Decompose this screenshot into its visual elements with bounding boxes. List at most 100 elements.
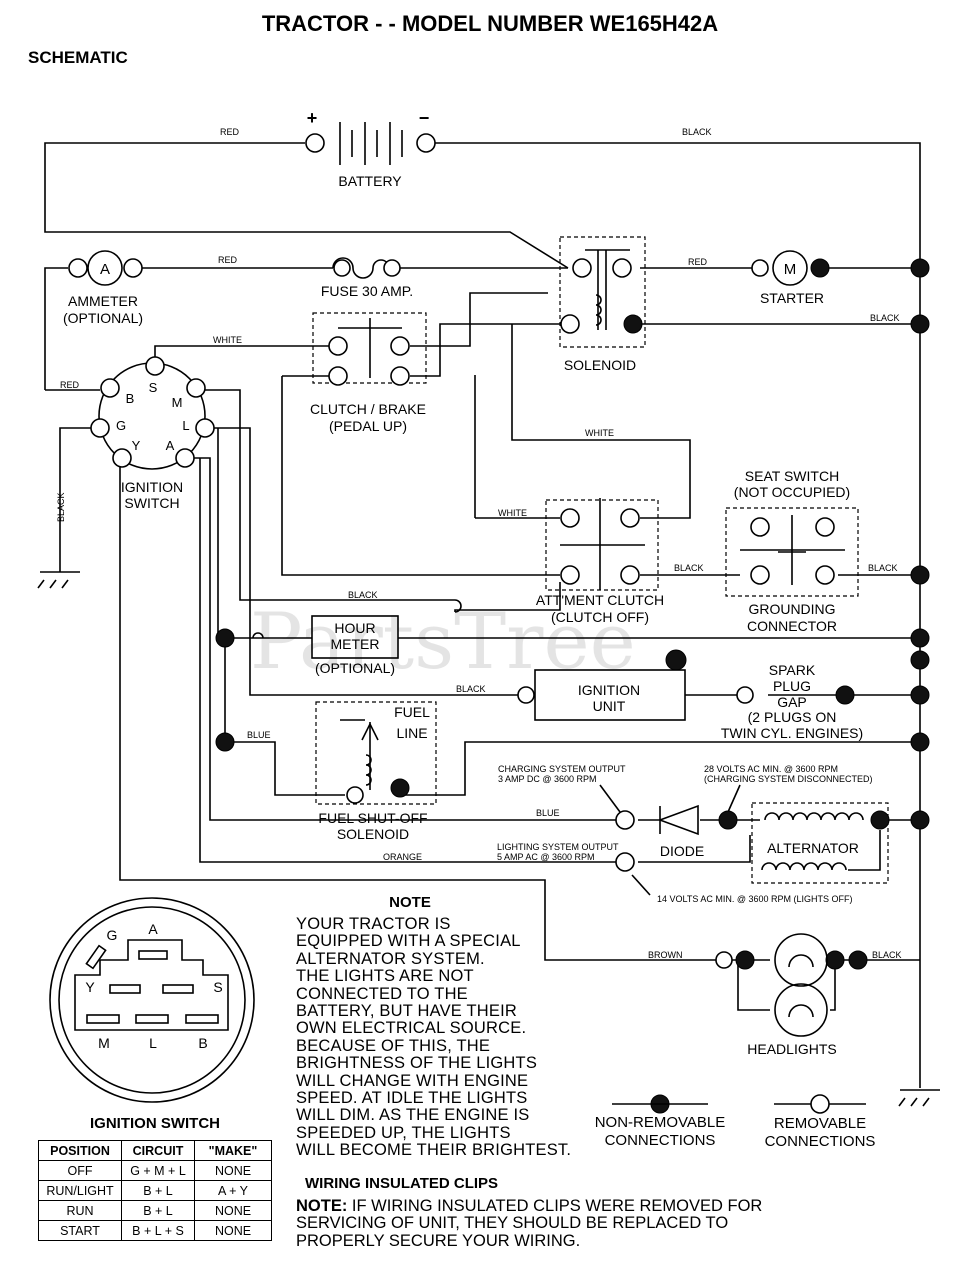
table-cell: B + L + S [121,1220,195,1241]
note-line: EQUIPPED WITH A SPECIAL [296,932,521,951]
spark-plug-note: (2 PLUGS ON [748,709,837,725]
terminal-a: A [166,438,175,453]
fuse: FUSE 30 AMP. [321,257,413,299]
ac-voltage-note: (CHARGING SYSTEM DISCONNECTED) [704,774,873,784]
table-cell: OFF [38,1160,122,1181]
headlights: HEADLIGHTS [715,933,868,1057]
battery-negative-terminal [416,133,436,153]
wire-label-orange: ORANGE [383,852,422,862]
ignition-unit: IGNITION UNIT [517,669,686,721]
diode: DIODE [657,804,704,859]
ignition-switch-table: POSITION CIRCUIT "MAKE" OFF G + M + L NO… [38,1140,272,1241]
table-cell: A + Y [194,1180,272,1201]
fuel-line-label-2: LINE [396,725,427,741]
note-line: WILL BECOME THEIR BRIGHTEST. [296,1141,572,1160]
connector-pin-s: S [213,979,222,995]
wire-label-blue: BLUE [247,730,271,740]
legend-removable-2: CONNECTIONS [765,1133,876,1150]
alternator: ALTERNATOR [751,802,890,884]
fuel-line-label: FUEL [394,704,430,720]
note-line: SPEEDED UP, THE LIGHTS [296,1123,511,1142]
attachment-clutch-state: (CLUTCH OFF) [551,609,649,625]
terminal-y: Y [132,438,141,453]
note-line: WILL CHANGE WITH ENGINE [296,1071,529,1090]
ac-voltage-label: 28 VOLTS AC MIN. @ 3600 RPM [704,764,838,774]
battery: + − BATTERY [305,108,436,189]
clips-note-line-2: SERVICING OF UNIT, THEY SHOULD BE REPLAC… [296,1214,728,1232]
note-line: BRIGHTNESS OF THE LIGHTS [296,1054,538,1073]
note-heading: NOTE [389,894,431,911]
ignition-switch-label: IGNITION [121,479,183,495]
table-cell: NONE [194,1220,272,1241]
solenoid: SOLENOID [559,236,646,373]
clutch-brake-switch: CLUTCH / BRAKE (PEDAL UP) [310,312,427,434]
wire-label-white: WHITE [213,335,242,345]
wire-label-red: RED [688,257,708,267]
fuse-label: FUSE 30 AMP. [321,283,413,299]
note-line: OWN ELECTRICAL SOURCE. [296,1019,527,1038]
battery-plus-sign: + [307,108,318,128]
spark-plug-gap: GAP [777,694,807,710]
seat-switch: SEAT SWITCH (NOT OCCUPIED) GROUNDING CON… [725,468,859,634]
note-line: WILL DIM. AS THE ENGINE IS [296,1106,530,1125]
ignition-table-title: IGNITION SWITCH [90,1115,220,1132]
table-row: OFF G + M + L NONE [38,1160,272,1181]
battery-positive-terminal [305,133,325,153]
wires [37,142,940,1107]
table-row: RUN/LIGHT B + L A + Y [38,1180,272,1201]
diode-label: DIODE [660,843,704,859]
wire-label-black: BLACK [56,492,66,522]
ammeter-optional-label: (OPTIONAL) [63,310,143,326]
alternator-note: YOUR TRACTOR IS EQUIPPED WITH A SPECIAL … [296,915,572,1160]
fuel-solenoid-label: FUEL SHUT-OFF [318,810,427,826]
charging-output-label: CHARGING SYSTEM OUTPUT [498,764,626,774]
battery-label: BATTERY [338,173,402,189]
lights-off-voltage: 14 VOLTS AC MIN. @ 3600 RPM (LIGHTS OFF) [657,894,853,904]
hour-meter-label-2: METER [331,636,380,652]
connector-pin-y: Y [85,979,95,995]
note-line: CONNECTED TO THE [296,984,468,1003]
legend-removable-marker [810,1094,830,1114]
wire-label-white: WHITE [498,508,527,518]
seat-switch-label: SEAT SWITCH [745,468,839,484]
table-cell: B + L [121,1200,195,1221]
table-row: RUN B + L NONE [38,1200,272,1221]
clutch-brake-state: (PEDAL UP) [329,418,407,434]
attachment-clutch-switch: ATT'MENT CLUTCH (CLUTCH OFF) [536,498,664,625]
table-cell: RUN/LIGHT [38,1180,122,1201]
wire-label-black: BLACK [868,563,898,573]
wire-label-white: WHITE [585,428,614,438]
table-cell: RUN [38,1200,122,1221]
terminal-g: G [116,418,126,433]
ammeter-symbol: A [100,261,110,278]
wire-label-brown: BROWN [648,950,683,960]
ignition-switch-label-2: SWITCH [124,495,179,511]
table-cell: NONE [194,1200,272,1221]
wire-label-black: BLACK [870,313,900,323]
spark-plug: SPARK PLUG GAP (2 PLUGS ON TWIN CYL. ENG… [721,662,863,741]
wire-label-red: RED [218,255,238,265]
connector-pin-b: B [198,1035,207,1051]
connector-pin-a: A [148,921,158,937]
terminal-s: S [149,380,158,395]
headlights-label: HEADLIGHTS [747,1041,836,1057]
note-line: BATTERY, BUT HAVE THEIR [296,1002,517,1021]
wire-label-black: BLACK [456,684,486,694]
legend-non-removable-2: CONNECTIONS [605,1132,716,1149]
ignition-switch-connector: G A Y S M L B [49,897,255,1103]
connector-pin-l: L [149,1035,157,1051]
ignition-unit-label: IGNITION [578,682,640,698]
starter: M STARTER [751,250,830,306]
battery-minus-sign: − [419,108,430,128]
starter-motor-symbol: M [784,261,797,278]
seat-switch-state: (NOT OCCUPIED) [734,484,850,500]
hour-meter: HOUR METER (OPTIONAL) [215,615,399,676]
charging-output-value: 3 AMP DC @ 3600 RPM [498,774,597,784]
attachment-clutch-label: ATT'MENT CLUTCH [536,592,664,608]
table-row: START B + L + S NONE [38,1220,272,1241]
connector-pin-g: G [107,927,118,943]
hour-meter-label: HOUR [334,620,375,636]
grounding-connector-label-2: CONNECTOR [747,618,837,634]
clips-heading: WIRING INSULATED CLIPS [305,1175,498,1192]
fuel-shutoff-solenoid: FUEL LINE FUEL SHUT-OFF SOLENOID [215,701,437,842]
